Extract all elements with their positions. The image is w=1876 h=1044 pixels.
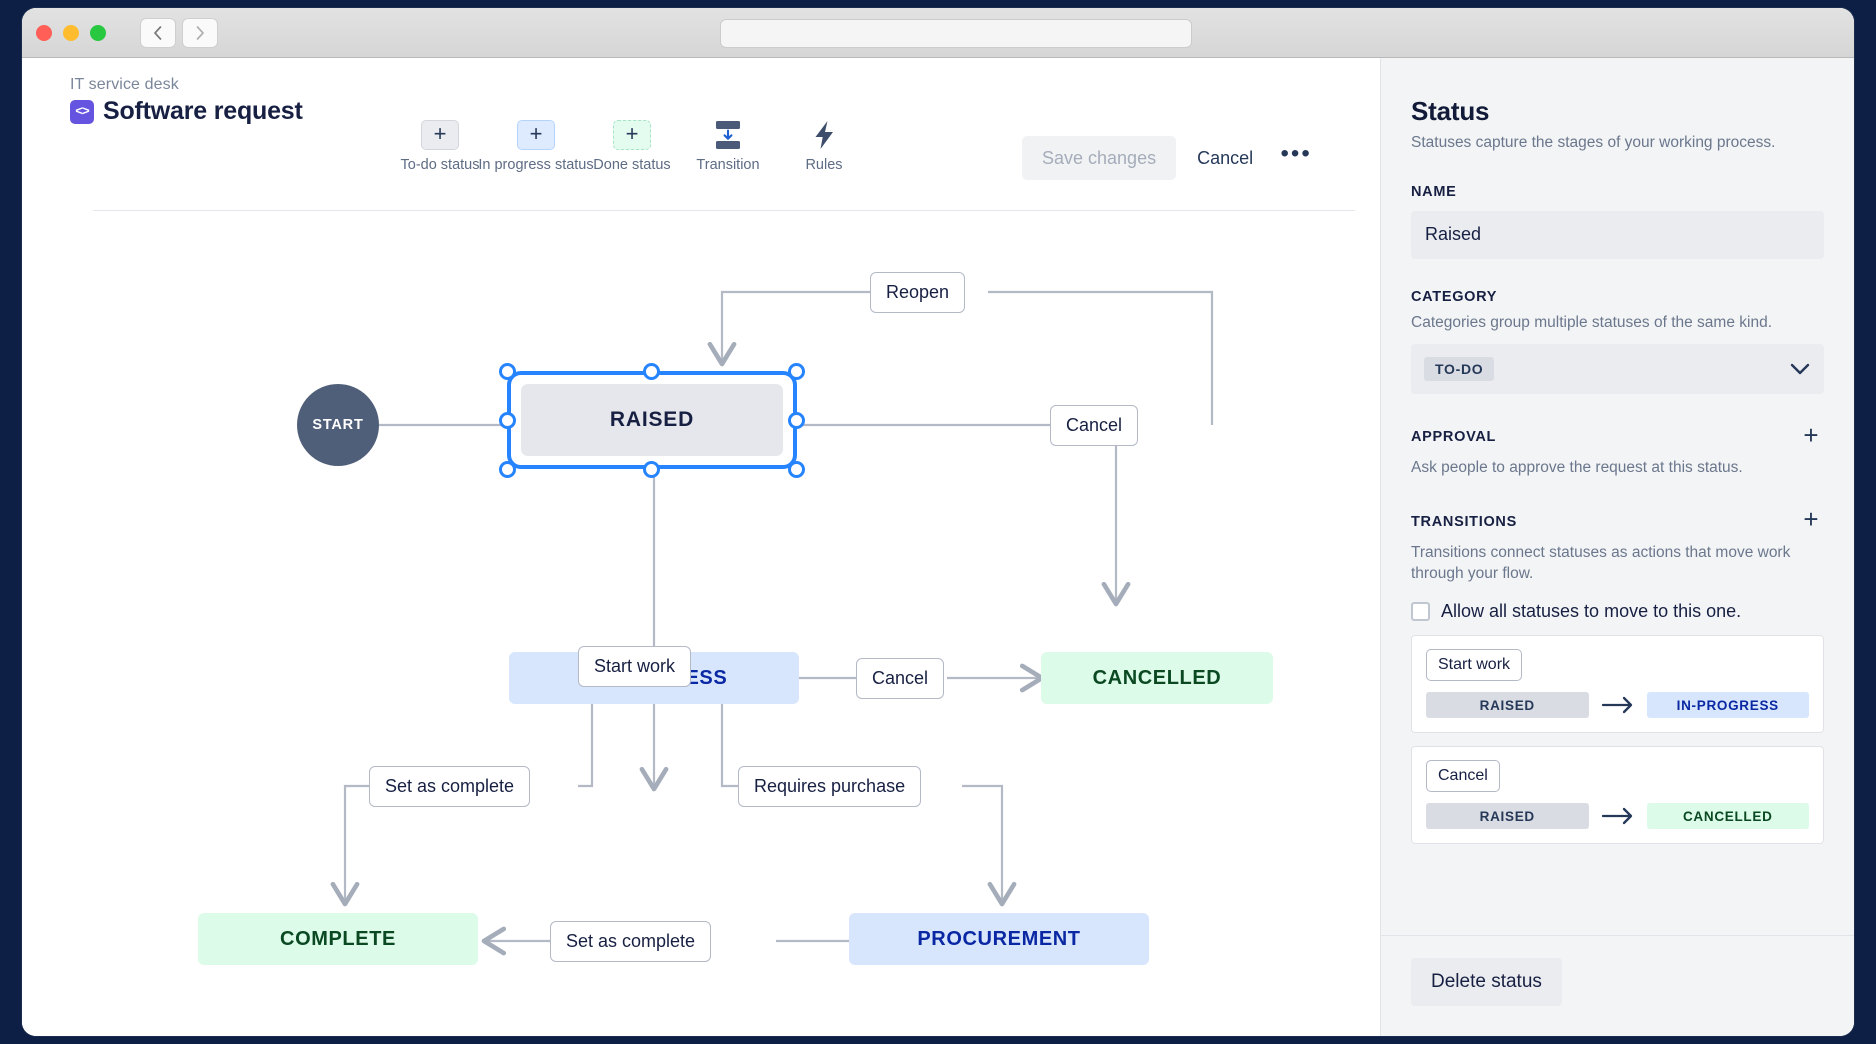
panel-title: Status: [1411, 96, 1490, 126]
toolbar-item-done-status[interactable]: + Done status: [584, 120, 680, 173]
browser-window: IT service desk <> Software request + To…: [22, 8, 1854, 1036]
status-name-input[interactable]: Raised: [1411, 210, 1824, 259]
arrow-right-icon: [1601, 696, 1635, 714]
browser-chrome: [22, 8, 1854, 58]
breadcrumb-project[interactable]: IT service desk: [70, 76, 179, 93]
approval-section-label: APPROVAL: [1411, 429, 1497, 446]
transitions-section-header: TRANSITIONS +: [1411, 506, 1824, 535]
app-header: IT service desk <> Software request + To…: [22, 58, 1380, 211]
toolbar-label: In progress status: [478, 157, 594, 173]
approval-description: Ask people to approve the request at thi…: [1411, 459, 1743, 477]
start-node[interactable]: START: [297, 384, 379, 466]
transition-label-set-as-complete-1[interactable]: Set as complete: [369, 766, 531, 807]
toolbar-item-in-progress-status[interactable]: + In progress status: [478, 120, 594, 173]
resize-handle-bottom-right[interactable]: [788, 460, 805, 478]
transitions-section-label: TRANSITIONS: [1411, 513, 1517, 530]
header-actions: Save changes Cancel •••: [1022, 136, 1318, 180]
toolbar-item-todo-status[interactable]: + To-do status: [392, 120, 488, 173]
status-details-panel: Status Statuses capture the stages of yo…: [1380, 58, 1854, 1036]
transition-label-start-work[interactable]: Start work: [578, 646, 692, 687]
lightning-bolt-icon[interactable]: [811, 120, 837, 150]
add-approval-plus-icon[interactable]: +: [1798, 422, 1824, 450]
cancel-button[interactable]: Cancel: [1183, 136, 1267, 180]
transition-from-status: RAISED: [1426, 692, 1589, 719]
chevron-left-icon: [154, 26, 162, 40]
transition-card[interactable]: Start work RAISED IN-PROGRESS: [1411, 635, 1824, 734]
page-title: Software request: [103, 97, 303, 125]
traffic-lights: [36, 25, 106, 41]
status-node-cancelled[interactable]: CANCELLED: [1041, 652, 1273, 704]
transition-label-reopen[interactable]: Reopen: [870, 272, 966, 313]
header-divider: [93, 210, 1355, 211]
add-transition-plus-icon[interactable]: +: [1798, 506, 1824, 535]
approval-section-header: APPROVAL +: [1411, 422, 1824, 450]
workflow-diagram: START RAISED IN-PROGRESS CANCELLED: [22, 214, 1380, 1036]
more-options-icon[interactable]: •••: [1274, 136, 1318, 180]
address-bar[interactable]: [720, 19, 1192, 48]
panel-subtitle: Statuses capture the stages of your work…: [1411, 134, 1776, 151]
toolbar-label: To-do status: [400, 157, 480, 173]
workflow-edges: [22, 290, 1214, 1036]
category-chip: TO-DO: [1424, 357, 1495, 382]
toolbar-item-transition[interactable]: Transition: [680, 120, 776, 173]
allow-all-statuses-label: Allow all statuses to move to this one.: [1441, 601, 1742, 622]
arrow-right-icon: [1601, 807, 1635, 825]
resize-handle-bottom-left[interactable]: [498, 460, 516, 478]
transitions-description: Transitions connect statuses as actions …: [1411, 543, 1791, 583]
transition-to-status: IN-PROGRESS: [1646, 692, 1809, 719]
toolbar-label: Done status: [593, 157, 671, 173]
resize-handle-middle-left[interactable]: [498, 411, 516, 429]
transition-name[interactable]: Start work: [1426, 649, 1523, 682]
category-description: Categories group multiple statuses of th…: [1411, 313, 1772, 331]
panel-footer: Delete status: [1381, 935, 1854, 1036]
category-select[interactable]: TO-DO: [1411, 344, 1824, 395]
status-node-label: RAISED: [521, 384, 783, 456]
plus-icon[interactable]: +: [517, 120, 555, 150]
close-window-button[interactable]: [36, 25, 52, 41]
resize-handle-top-right[interactable]: [788, 362, 805, 380]
navigation-buttons: [140, 18, 218, 48]
workflow-toolbar: + To-do status + In progress status + Do…: [392, 120, 872, 173]
code-brackets-icon: <>: [70, 99, 94, 124]
app-body: IT service desk <> Software request + To…: [22, 58, 1854, 1036]
workflow-canvas: IT service desk <> Software request + To…: [22, 58, 1380, 1036]
save-changes-button[interactable]: Save changes: [1022, 136, 1177, 180]
name-section-label: NAME: [1411, 183, 1457, 200]
allow-all-statuses-row[interactable]: Allow all statuses to move to this one.: [1411, 601, 1824, 622]
delete-status-button[interactable]: Delete status: [1411, 958, 1562, 1006]
transition-icon[interactable]: [710, 120, 746, 150]
toolbar-label: Rules: [805, 157, 843, 173]
transition-from-status: RAISED: [1426, 803, 1589, 830]
transition-label-requires-purchase[interactable]: Requires purchase: [738, 766, 922, 807]
transition-label-cancel-in-progress[interactable]: Cancel: [856, 658, 945, 699]
status-node-procurement[interactable]: PROCUREMENT: [849, 913, 1149, 965]
transition-label-set-as-complete-2[interactable]: Set as complete: [550, 921, 712, 962]
resize-handle-top-left[interactable]: [498, 362, 516, 380]
plus-icon[interactable]: +: [421, 120, 459, 150]
plus-icon[interactable]: +: [613, 120, 651, 150]
toolbar-item-rules[interactable]: Rules: [776, 120, 872, 173]
resize-handle-middle-right[interactable]: [788, 411, 805, 429]
transition-name[interactable]: Cancel: [1426, 760, 1500, 793]
maximize-window-button[interactable]: [90, 25, 106, 41]
status-node-complete[interactable]: COMPLETE: [198, 913, 478, 965]
minimize-window-button[interactable]: [63, 25, 79, 41]
breadcrumb: IT service desk <> Software request: [70, 76, 303, 126]
toolbar-label: Transition: [696, 157, 760, 173]
transition-label-cancel-raised[interactable]: Cancel: [1050, 405, 1139, 446]
chevron-right-icon: [196, 26, 204, 40]
chevron-down-icon: [1789, 362, 1811, 376]
category-section-label: CATEGORY: [1411, 288, 1498, 305]
back-button[interactable]: [140, 18, 176, 48]
status-node-raised[interactable]: RAISED: [498, 362, 805, 478]
transition-card[interactable]: Cancel RAISED CANCELLED: [1411, 746, 1824, 845]
allow-all-statuses-checkbox[interactable]: [1411, 602, 1430, 622]
resize-handle-bottom-center[interactable]: [643, 460, 660, 478]
resize-handle-top-center[interactable]: [643, 362, 660, 380]
transition-to-status: CANCELLED: [1646, 803, 1809, 830]
forward-button[interactable]: [182, 18, 218, 48]
